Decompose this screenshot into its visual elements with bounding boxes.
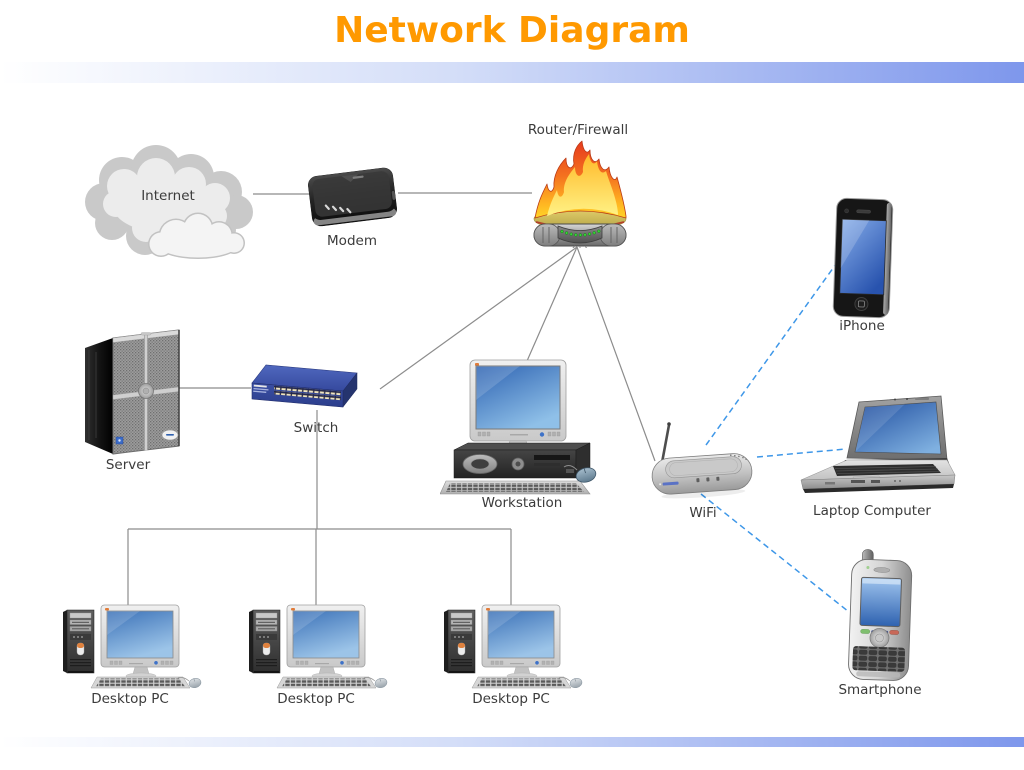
node-desktop-pc-3 [436,595,586,690]
node-desktop-pc-2 [241,595,391,690]
node-server [75,316,187,464]
workstation-label: Workstation [481,495,563,511]
laptop-icon [800,395,956,493]
desktop-pc-3-label: Desktop PC [472,691,550,707]
node-smartphone [840,548,922,688]
footer-gradient-bar [0,737,1024,747]
router-firewall-label: Router/Firewall [527,122,629,138]
node-iphone [830,197,896,319]
server-icon [85,329,180,455]
router-firewall-icon [533,140,627,248]
internet-cloud-icon [85,145,253,259]
node-laptop [795,390,965,510]
smartphone-icon [848,549,913,681]
desktop-pc-icon [241,595,391,690]
internet-label: Internet [141,188,195,204]
laptop-label: Laptop Computer [813,503,931,519]
node-workstation [440,355,610,495]
switch-icon [251,364,358,408]
switch-label: Switch [293,420,339,436]
node-wifi [640,412,765,510]
wire-router-switch [379,246,578,390]
desktop-pc-icon [55,595,205,690]
node-desktop-pc-1 [55,595,205,690]
wireless-wifi-laptop [756,448,847,458]
wifi-label: WiFi [689,505,717,521]
wire-router-wifi [576,246,656,462]
wireless-wifi-smartphone [700,493,850,613]
page-title: Network Diagram [334,10,690,51]
iphone-label: iPhone [839,318,885,334]
modem-icon [308,167,397,227]
server-label: Server [105,457,151,473]
node-modem [300,158,405,236]
iphone-icon [832,197,894,319]
modem-label: Modem [327,233,377,249]
header-gradient-bar [0,62,1024,83]
node-router-firewall [525,138,635,248]
workstation-icon [440,359,597,495]
wireless-wifi-iphone [705,263,837,446]
desktop-pc-icon [436,595,586,690]
node-switch [245,358,380,420]
node-internet [72,140,262,260]
smartphone-label: Smartphone [838,682,922,698]
wire-router-workstation [526,246,578,362]
desktop-pc-1-label: Desktop PC [91,691,169,707]
wifi-router-icon [651,422,753,499]
desktop-pc-2-label: Desktop PC [277,691,355,707]
